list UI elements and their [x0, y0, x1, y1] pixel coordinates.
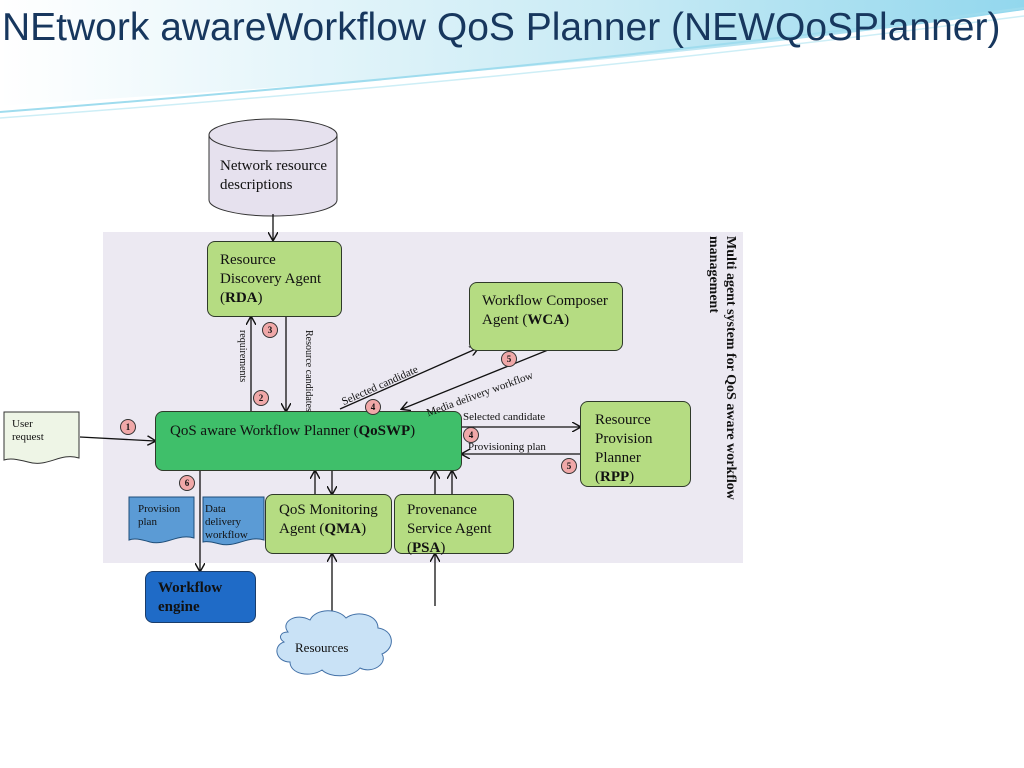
wca-name: Workflow Composer Agent ( — [482, 293, 608, 328]
provision-plan-document — [128, 496, 195, 544]
qos-workflow-planner[interactable]: QoS aware Workflow Planner (QoSWP) — [155, 411, 462, 471]
engine-label: Workflow engine — [158, 580, 223, 615]
database-label: Network resource descriptions — [220, 158, 328, 193]
step-2-badge: 2 — [253, 390, 269, 406]
data-delivery-workflow-document — [202, 496, 265, 546]
panel-label: Multi agent system for QoS aware workflo… — [706, 236, 738, 500]
psa-close: ) — [440, 540, 446, 556]
qma-abbr: QMA — [324, 521, 362, 537]
workflow-composer-agent[interactable]: Workflow Composer Agent (WCA) — [469, 282, 623, 351]
qma-close: ) — [361, 521, 367, 537]
selected-candidate-rpp-label: Selected candidate — [463, 411, 546, 423]
psa-abbr: PSA — [412, 540, 441, 556]
user-request-label: User request — [12, 418, 44, 443]
qos-monitoring-agent[interactable]: QoS Monitoring Agent (QMA) — [265, 494, 392, 554]
edge-selected-candidate-wca — [339, 348, 478, 410]
edge-media-delivery — [402, 349, 549, 409]
rpp-name: Resource Provision Planner ( — [595, 412, 653, 485]
qoswp-name: QoS aware Workflow Planner ( — [170, 423, 359, 439]
rpp-close: ) — [629, 469, 635, 485]
rda-close: ) — [257, 290, 263, 306]
step-3-badge: 3 — [262, 322, 278, 338]
step-5a-badge: 5 — [501, 351, 517, 367]
resource-discovery-agent[interactable]: Resource Discovery Agent (RDA) — [207, 241, 342, 317]
step-6-badge: 6 — [179, 475, 195, 491]
qoswp-abbr: QoSWP — [358, 423, 411, 439]
slide-title: NEtwork awareWorkflow QoS Planner (NEWQo… — [2, 6, 1001, 49]
user-request-document — [3, 411, 80, 464]
edge-user-request — [79, 437, 155, 441]
step-4a-badge: 4 — [365, 399, 381, 415]
data-delivery-workflow-label: Data delivery workflow — [205, 503, 248, 541]
resource-provision-planner[interactable]: Resource Provision Planner (RPP) — [580, 401, 691, 487]
resources-cloud — [276, 610, 392, 677]
wca-close: ) — [564, 312, 570, 328]
rda-name: Resource Discovery Agent ( — [220, 252, 322, 306]
qoswp-close: ) — [410, 423, 416, 439]
qma-name: QoS Monitoring Agent ( — [279, 502, 378, 537]
psa-name: Provenance Service Agent ( — [407, 502, 492, 556]
requirements-label: requirements — [237, 330, 248, 383]
workflow-engine[interactable]: Workflow engine — [145, 571, 256, 623]
step-1-badge: 1 — [120, 419, 136, 435]
wca-abbr: WCA — [527, 312, 565, 328]
step-4b-badge: 4 — [463, 427, 479, 443]
resources-label: Resources — [295, 640, 349, 655]
provision-plan-label: Provision plan — [138, 503, 181, 528]
provenance-service-agent[interactable]: Provenance Service Agent (PSA) — [394, 494, 514, 556]
rda-abbr: RDA — [225, 290, 258, 306]
database-cylinder — [208, 118, 338, 217]
resource-candidates-label: Resource candidates — [303, 330, 314, 412]
step-5b-badge: 5 — [561, 458, 577, 474]
rpp-abbr: RPP — [600, 469, 630, 485]
provisioning-plan-label: Provisioning plan — [468, 441, 546, 453]
